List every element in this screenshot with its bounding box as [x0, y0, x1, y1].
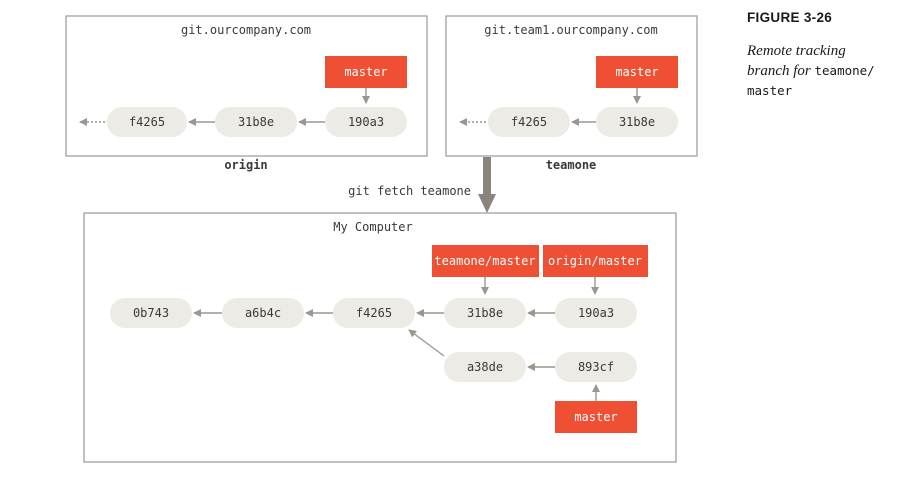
commit-hash: a38de: [467, 360, 503, 374]
commit-hash: 893cf: [578, 360, 614, 374]
commit-teamone-f4265: f4265: [488, 107, 570, 137]
commit-hash: 0b743: [133, 306, 169, 320]
origin-server-box: git.ourcompany.com master f4265 31b8e 19…: [65, 15, 428, 157]
commit-hash: f4265: [511, 115, 547, 129]
commit-local-a38de: a38de: [444, 352, 526, 382]
commit-local-0b743: 0b743: [110, 298, 192, 328]
origin-master-branch: master: [325, 56, 407, 88]
local-computer-box: My Computer teamone/master origin/master…: [83, 212, 677, 463]
branch-label: master: [344, 65, 387, 79]
branch-label: master: [615, 65, 658, 79]
commit-hash: 31b8e: [619, 115, 655, 129]
commit-hash: 190a3: [348, 115, 384, 129]
local-computer-title: My Computer: [333, 220, 412, 234]
teamone-remote-label: teamone: [546, 158, 597, 172]
figure-description: Remote tracking branch for teamone/ mast…: [747, 41, 912, 101]
caption-line-2: branch for: [747, 63, 811, 79]
branch-label: master: [574, 410, 617, 424]
branch-label: teamone/master: [434, 254, 535, 268]
caption-line-1: Remote tracking: [747, 43, 846, 59]
teamone-master-branch: master: [596, 56, 678, 88]
origin-master-remote-branch: origin/master: [543, 245, 648, 277]
local-master-branch: master: [555, 401, 637, 433]
origin-remote-label: origin: [224, 158, 267, 172]
commit-local-31b8e: 31b8e: [444, 298, 526, 328]
teamone-server-box: git.team1.ourcompany.com master f4265 31…: [445, 15, 698, 157]
origin-server-title: git.ourcompany.com: [181, 23, 311, 37]
commit-local-893cf: 893cf: [555, 352, 637, 382]
fetch-command: git fetch teamone: [348, 184, 471, 198]
figure-caption: FIGURE 3-26 Remote tracking branch for t…: [747, 10, 912, 101]
commit-local-190a3: 190a3: [555, 298, 637, 328]
branch-label: origin/master: [548, 254, 642, 268]
commit-hash: 31b8e: [467, 306, 503, 320]
teamone-server-title: git.team1.ourcompany.com: [484, 23, 657, 37]
commit-hash: a6b4c: [245, 306, 281, 320]
caption-code-2: master: [747, 83, 793, 98]
teamone-master-remote-branch: teamone/master: [432, 245, 539, 277]
commit-origin-f4265: f4265: [107, 107, 187, 137]
commit-local-f4265: f4265: [333, 298, 415, 328]
commit-hash: 190a3: [578, 306, 614, 320]
figure-number: FIGURE 3-26: [747, 10, 833, 25]
caption-code-1: teamone/: [814, 63, 875, 78]
commit-origin-31b8e: 31b8e: [215, 107, 297, 137]
commit-hash: f4265: [129, 115, 165, 129]
commit-local-a6b4c: a6b4c: [222, 298, 304, 328]
commit-teamone-31b8e: 31b8e: [596, 107, 678, 137]
commit-hash: f4265: [356, 306, 392, 320]
fetch-arrow: [478, 157, 496, 213]
commit-hash: 31b8e: [238, 115, 274, 129]
commit-origin-190a3: 190a3: [325, 107, 407, 137]
